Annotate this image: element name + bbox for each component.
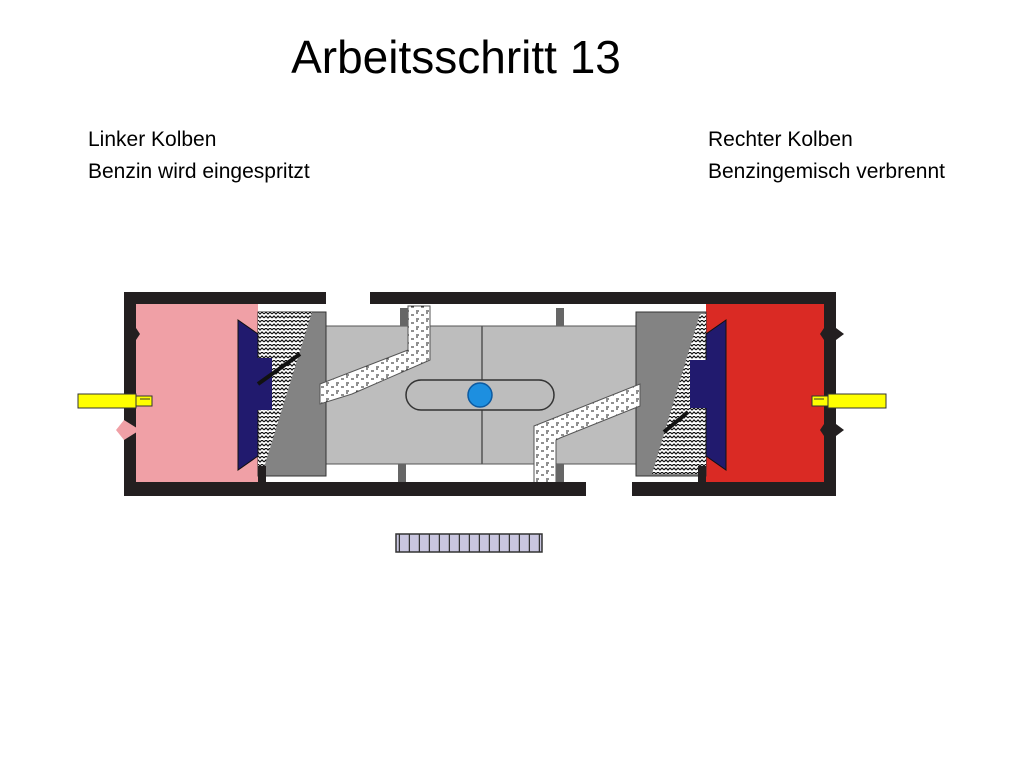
left-wedge-line bbox=[256, 352, 302, 386]
gear-rack bbox=[395, 533, 543, 553]
frame-lugs bbox=[116, 322, 844, 442]
right-wedge-line bbox=[662, 410, 690, 434]
center-ball bbox=[467, 382, 493, 408]
left-fuel-wedge bbox=[258, 312, 312, 474]
right-piston-rod bbox=[690, 360, 716, 408]
engine-frame bbox=[124, 292, 836, 496]
guide-post-bottom-right bbox=[556, 464, 564, 482]
right-piston-status: Benzingemisch verbrennt bbox=[708, 160, 945, 183]
right-fuel-wedge bbox=[652, 314, 706, 474]
left-spark-plug bbox=[77, 393, 153, 409]
right-piston-name: Rechter Kolben bbox=[708, 128, 853, 151]
left-combustion-chamber bbox=[134, 304, 258, 482]
page-title: Arbeitsschritt 13 bbox=[291, 31, 621, 83]
left-piston-name: Linker Kolben bbox=[88, 128, 217, 151]
guide-post-top-left bbox=[400, 308, 408, 326]
right-spark-plug bbox=[811, 393, 887, 409]
upper-fuel-channel bbox=[319, 305, 431, 405]
left-piston-caption: Linker Kolben Benzin wird eingespritzt bbox=[88, 124, 310, 188]
right-piston-caption: Rechter Kolben Benzingemisch verbrennt bbox=[708, 124, 945, 188]
guide-post-bottom-left bbox=[398, 464, 406, 482]
guide-post-top-right bbox=[556, 308, 564, 326]
left-piston-status: Benzin wird eingespritzt bbox=[88, 160, 310, 183]
